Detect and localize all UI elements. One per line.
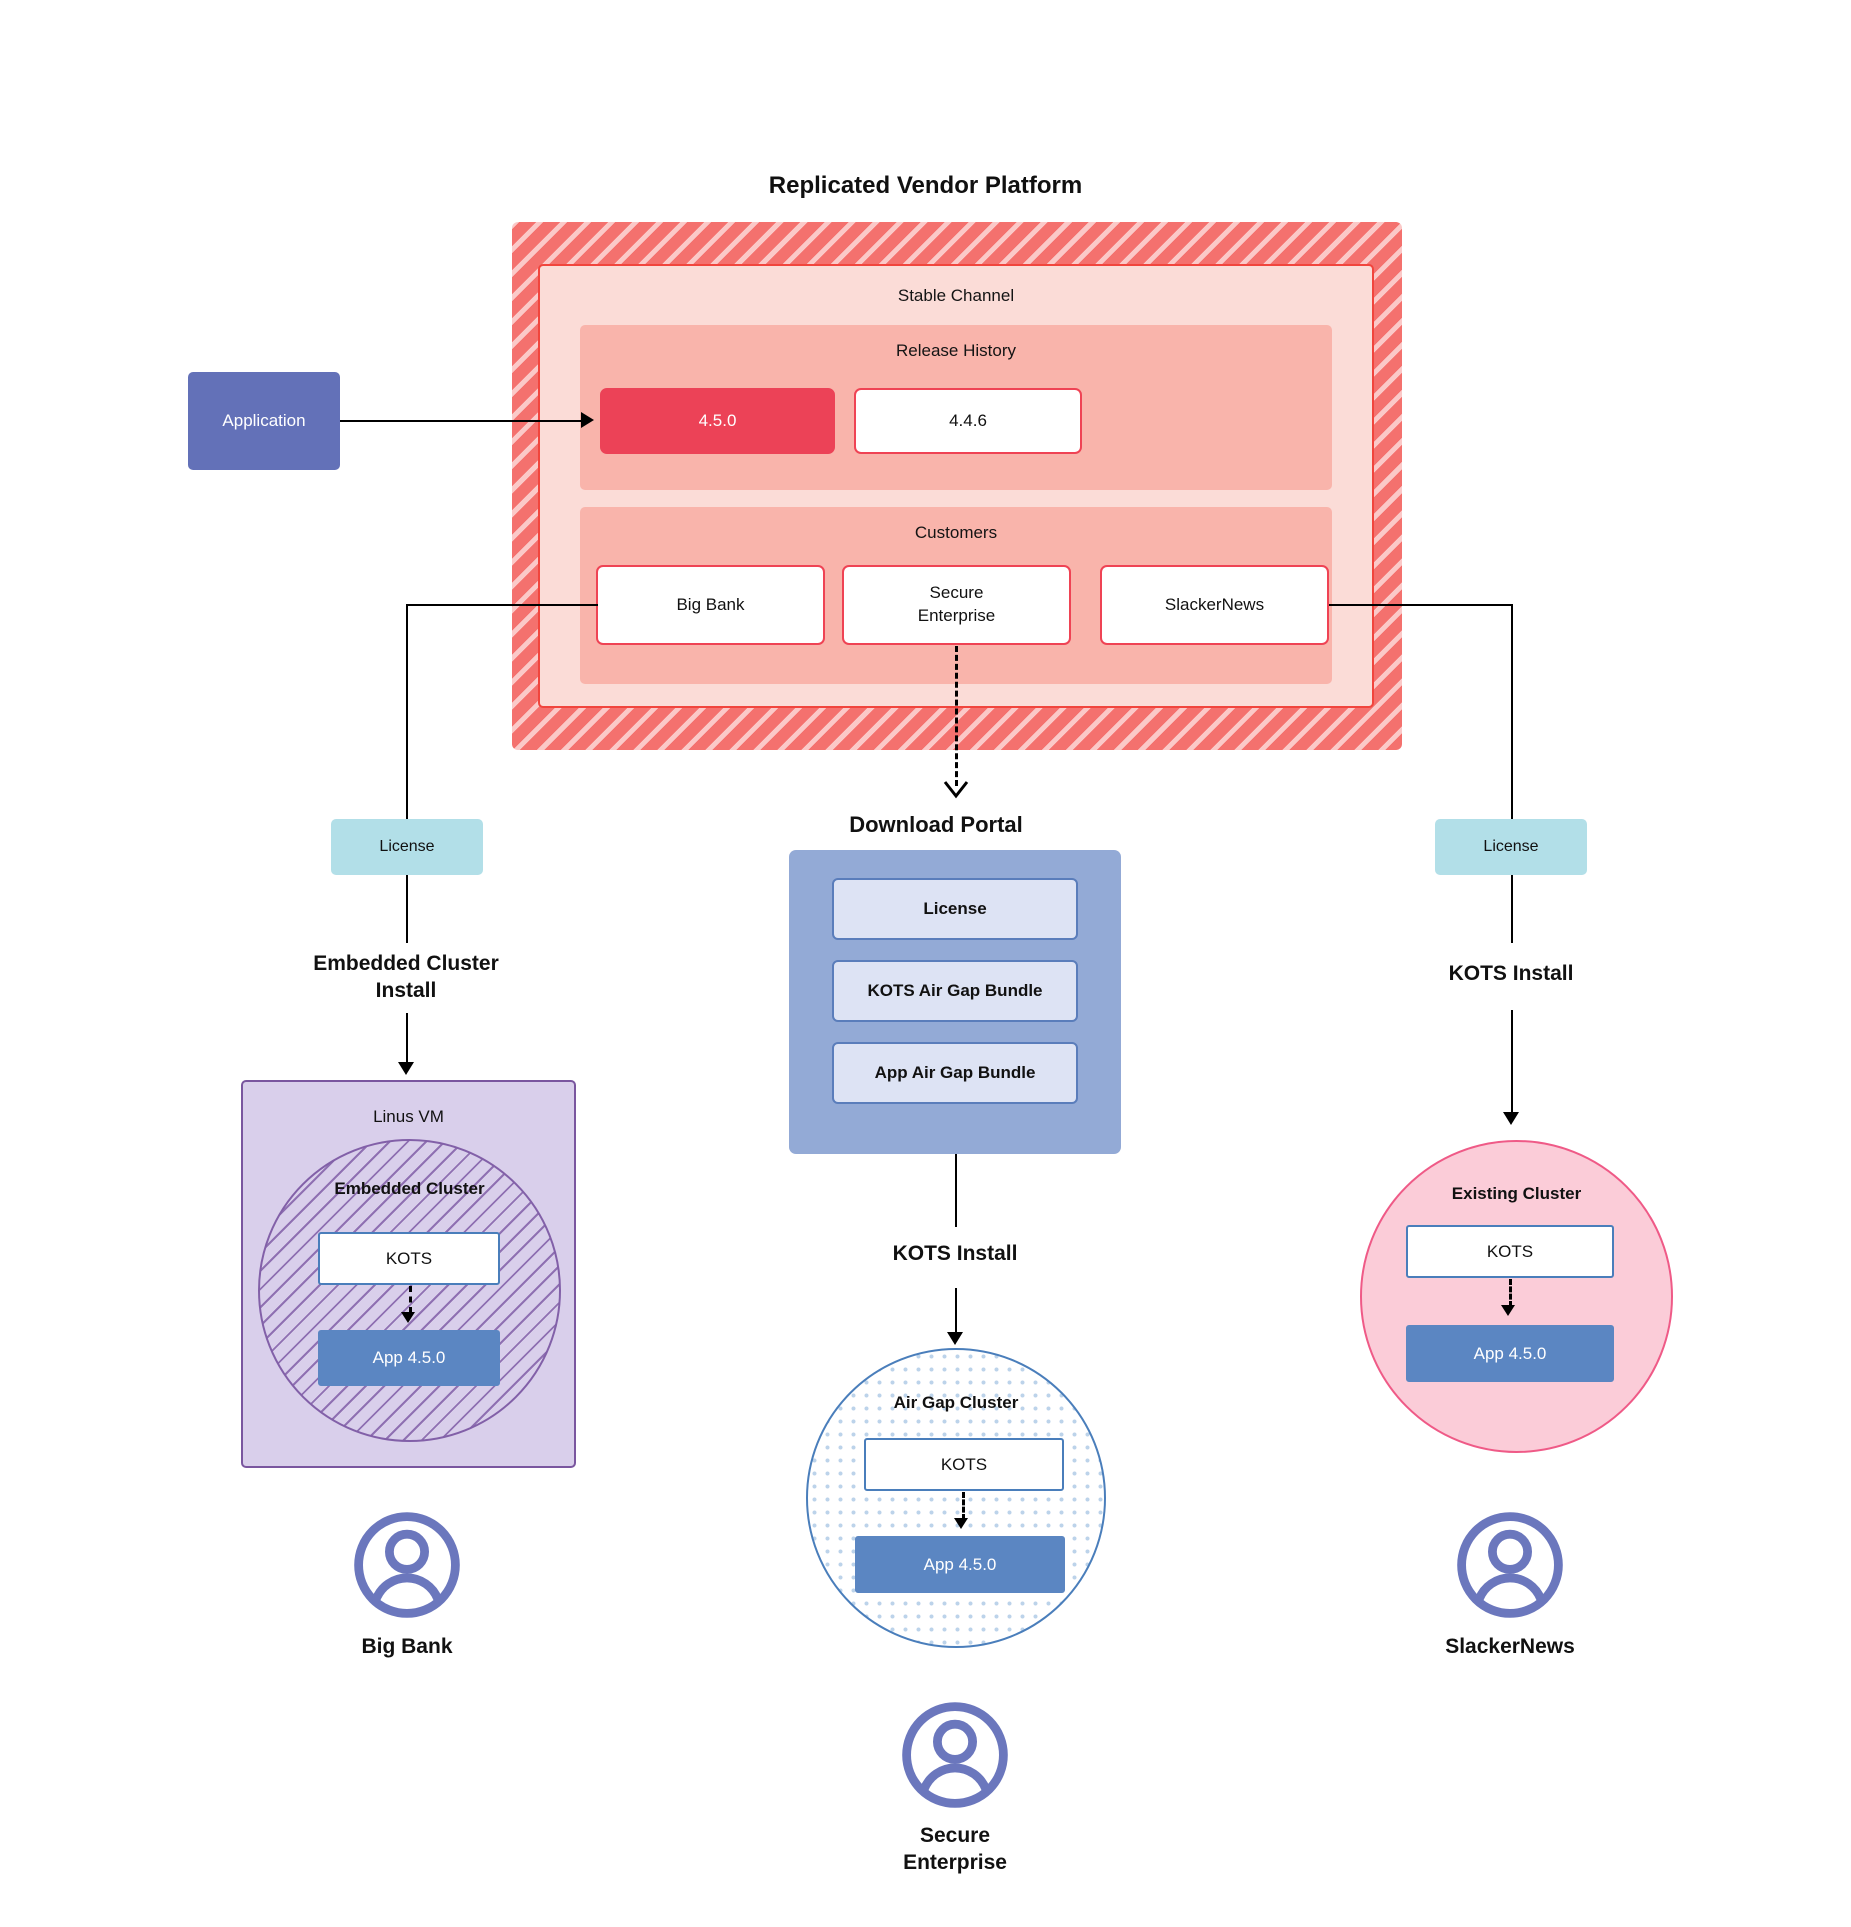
release-history-title: Release History (896, 341, 1016, 360)
connector-slackernews-vertical (1511, 604, 1513, 819)
release-card-previous[interactable]: 4.4.6 (854, 388, 1082, 454)
app-card-existing[interactable]: App 4.5.0 (1406, 1325, 1614, 1382)
connector-kots-install-mid-down (955, 1288, 957, 1336)
avatar-label-secure-enterprise: Secure Enterprise (903, 1824, 1007, 1875)
step-label-kots-install-middle: KOTS Install (892, 1242, 1018, 1265)
connector-application-to-release (340, 420, 581, 422)
connector-kots-to-app-mid (962, 1492, 965, 1520)
avatar-label-big-bank: Big Bank (361, 1635, 453, 1658)
connector-bigbank-vertical (406, 604, 408, 819)
connector-kots-to-app-left (409, 1286, 412, 1313)
kots-card-airgap[interactable]: KOTS (864, 1438, 1064, 1491)
connector-to-vm (406, 1013, 408, 1065)
kots-card-existing[interactable]: KOTS (1406, 1225, 1614, 1278)
customer-card-secure-enterprise[interactable]: Secure Enterprise (842, 565, 1071, 645)
user-avatar-icon (902, 1702, 1008, 1808)
connector-slackernews-horizontal (1329, 604, 1511, 606)
existing-cluster-title: Existing Cluster (1451, 1184, 1582, 1203)
connector-secure-enterprise-dashed (955, 646, 958, 786)
release-card-current[interactable]: 4.5.0 (600, 388, 835, 454)
arrow-down-icon (398, 1062, 414, 1075)
license-chip-right[interactable]: License (1435, 819, 1587, 875)
page-title: Replicated Vendor Platform (768, 172, 1083, 199)
connector-to-existing-cluster (1511, 1010, 1513, 1115)
linux-vm-title: Linus VM (373, 1107, 444, 1126)
arrow-down-icon (954, 1518, 968, 1529)
step-label-kots-install-right: KOTS Install (1448, 962, 1574, 985)
customers-title: Customers (914, 523, 998, 542)
portal-item-license[interactable]: License (832, 878, 1078, 940)
connector-bigbank-horizontal (406, 604, 598, 606)
connector-portal-down (955, 1154, 957, 1227)
connector-license-left-down (406, 875, 408, 943)
app-card-airgap[interactable]: App 4.5.0 (855, 1536, 1065, 1593)
avatar-label-slackernews: SlackerNews (1445, 1635, 1575, 1658)
customer-card-slackernews[interactable]: SlackerNews (1100, 565, 1329, 645)
kots-card-embedded[interactable]: KOTS (318, 1232, 500, 1285)
license-chip-left[interactable]: License (331, 819, 483, 875)
step-label-embedded-cluster-install: Embedded Cluster Install (313, 952, 499, 1003)
arrow-down-icon (943, 781, 969, 799)
connector-license-right-down (1511, 875, 1513, 943)
user-avatar-icon (1457, 1512, 1563, 1618)
download-portal-title: Download Portal (849, 812, 1023, 837)
arrow-down-icon (947, 1332, 963, 1345)
connector-kots-to-app-right (1509, 1279, 1512, 1307)
user-avatar-icon (354, 1512, 460, 1618)
embedded-cluster-title: Embedded Cluster (334, 1179, 485, 1198)
arrow-down-icon (1503, 1112, 1519, 1125)
application-node[interactable]: Application (188, 372, 340, 470)
app-card-embedded[interactable]: App 4.5.0 (318, 1330, 500, 1386)
download-portal-container: License KOTS Air Gap Bundle App Air Gap … (789, 850, 1121, 1154)
customer-card-big-bank[interactable]: Big Bank (596, 565, 825, 645)
portal-item-app-air-gap-bundle[interactable]: App Air Gap Bundle (832, 1042, 1078, 1104)
portal-item-kots-air-gap-bundle[interactable]: KOTS Air Gap Bundle (832, 960, 1078, 1022)
arrow-down-icon (1501, 1305, 1515, 1316)
stable-channel-title: Stable Channel (897, 286, 1015, 305)
air-gap-cluster-title: Air Gap Cluster (893, 1393, 1019, 1412)
air-gap-cluster-circle (806, 1348, 1106, 1648)
arrow-down-icon (401, 1312, 415, 1323)
existing-cluster-circle (1360, 1140, 1673, 1453)
arrow-right-icon (581, 412, 594, 428)
